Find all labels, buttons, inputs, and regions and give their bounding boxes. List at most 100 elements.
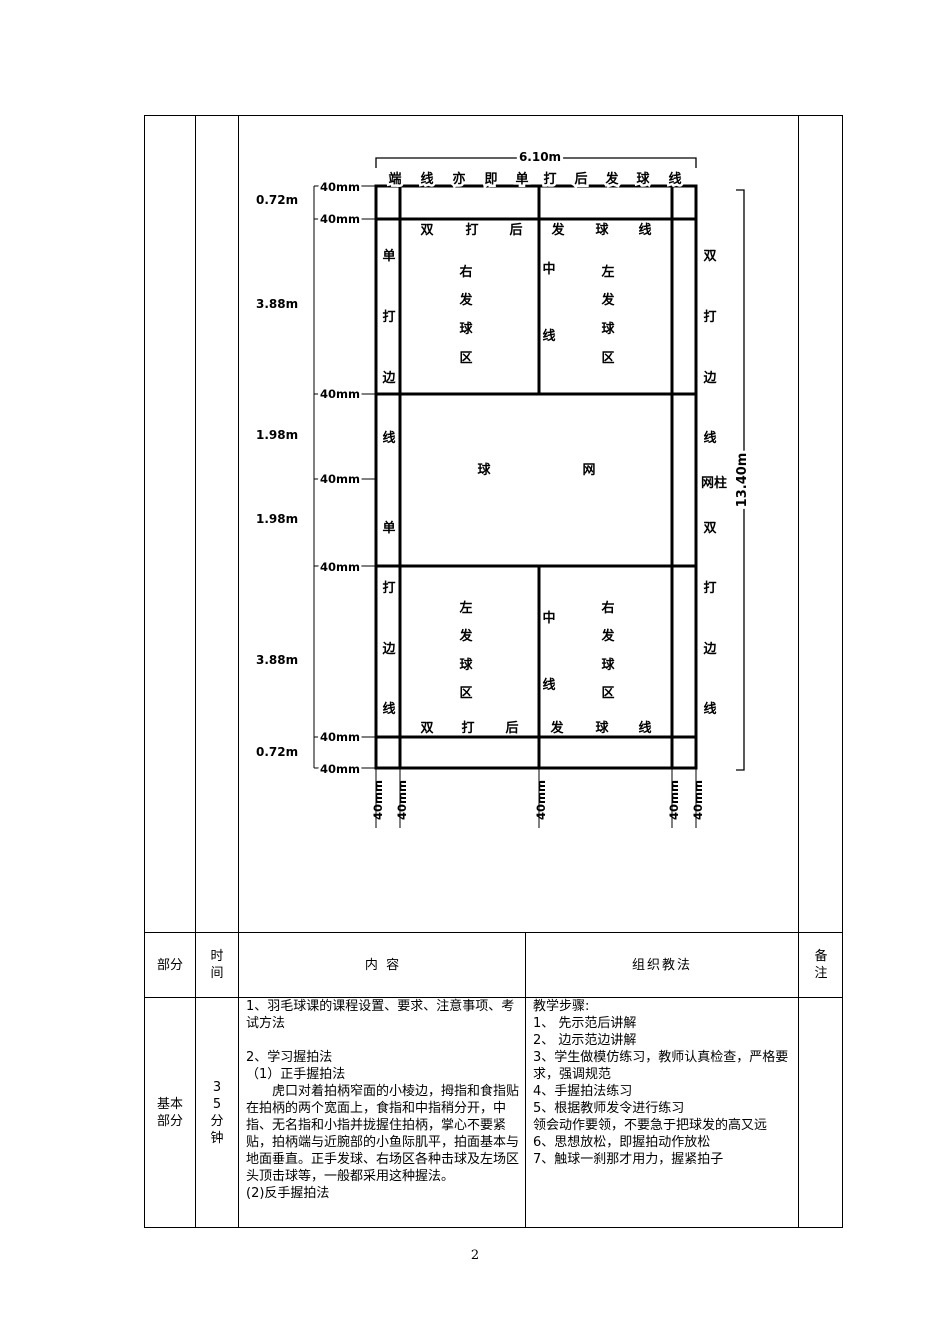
dim-label: 1.98m (256, 428, 298, 442)
service-court-char: 区 (459, 351, 472, 366)
method-line: 6、思想放松，即握拍动作放松 (533, 1135, 711, 1150)
dim-label: 3.88m (256, 653, 298, 667)
service-court-char: 左 (459, 600, 472, 616)
header-method: 组织教法 (631, 957, 692, 973)
court-width-label: 6.10m (519, 150, 561, 164)
content-line: 1、羽毛球课的课程设置、要求、注意事项、考试方法 (246, 999, 515, 1031)
page-number: 2 (470, 1248, 480, 1263)
dim-label: 0.72m (256, 745, 298, 759)
mm-label: 40mm (320, 730, 360, 744)
service-court-char: 右 (600, 600, 614, 616)
service-line-char: 球 (595, 222, 609, 238)
service-line-char: 球 (595, 720, 609, 736)
singles-sideline-char: 单 (382, 248, 395, 264)
service-court-char: 球 (601, 657, 615, 673)
service-court-char: 发 (458, 628, 473, 644)
service-court-char: 球 (459, 657, 473, 673)
end-line-char: 线 (420, 171, 433, 187)
doubles-sideline-char: 打 (703, 580, 716, 596)
row-content: 1、羽毛球课的课程设置、要求、注意事项、考试方法 2、学习握拍法 （1）正手握拍… (246, 998, 520, 1226)
court-length-label: 13.40m (735, 453, 750, 508)
doubles-sideline-char: 双 (703, 521, 716, 536)
net-char: 网 (582, 463, 595, 478)
doubles-sideline-char: 线 (703, 701, 716, 717)
method-line: 领会动作要领，不要急于把球发的高又远 (533, 1118, 768, 1133)
mm-label: 40mm (320, 560, 360, 574)
row-time: 35分钟 (210, 1080, 224, 1146)
end-line-char: 亦 (452, 171, 465, 187)
mm-label: 40mm (320, 387, 360, 401)
dim-label: 3.88m (256, 297, 298, 311)
method-line: 4、手握拍法练习 (533, 1084, 633, 1099)
service-court-char: 发 (458, 292, 473, 308)
row-divider (144, 932, 843, 933)
mm-label: 40mm (320, 212, 360, 226)
service-line-char: 发 (550, 222, 565, 238)
content-line (246, 1032, 520, 1049)
service-court-char: 区 (601, 686, 614, 701)
doubles-sideline-char: 双 (703, 249, 716, 264)
center-line-char: 中 (542, 261, 555, 277)
singles-sideline-char: 线 (382, 701, 395, 717)
doubles-back-service-line-char: 后 (509, 222, 522, 238)
center-line-char: 中 (542, 610, 555, 626)
header-remark: 备注 (814, 949, 828, 981)
row-part: 基本部分 (156, 1097, 183, 1129)
singles-sideline-char: 打 (382, 309, 395, 325)
method-line: 7、触球一刹那才用力，握紧拍子 (533, 1152, 724, 1167)
content-line: (2)反手握拍法 (246, 1186, 330, 1201)
method-line: 3、学生做模仿练习，教师认真检查，严格要求，强调规范 (533, 1050, 789, 1082)
mm-label: 40mm (320, 180, 360, 194)
mm-label: 40mm (691, 780, 705, 820)
service-court-char: 球 (601, 321, 615, 337)
doubles-back-service-line-char: 双 (420, 223, 433, 238)
header-time: 时间 (210, 949, 224, 981)
net-post-label: 网柱 (701, 475, 727, 491)
doubles-sideline-char: 边 (702, 371, 717, 386)
service-court-char: 发 (600, 628, 615, 644)
dim-label: 0.72m (256, 193, 298, 207)
method-line: 2、 边示范边讲解 (533, 1033, 637, 1048)
service-court-char: 球 (459, 321, 473, 337)
center-line-char: 线 (542, 677, 555, 693)
singles-sideline-char: 边 (381, 642, 396, 657)
service-line-char: 发 (549, 720, 564, 736)
doubles-back-service-line-char: 双 (420, 721, 433, 736)
doubles-back-service-line-char: 后 (505, 720, 518, 736)
row-method: 教学步骤: 1、 先示范后讲解 2、 边示范边讲解 3、学生做模仿练习，教师认真… (533, 998, 793, 1226)
mm-label: 40mm (371, 780, 385, 820)
row-divider (144, 997, 843, 998)
doubles-back-service-line-char: 打 (461, 720, 474, 736)
badminton-court-diagram: 6.10m 13.40m 0.72m 3.88m 1.98m 1.98m 3.8… (256, 147, 753, 828)
service-court-char: 发 (600, 292, 615, 308)
method-line: 5、根据教师发令进行练习 (533, 1101, 685, 1116)
service-court-char: 区 (459, 686, 472, 701)
method-line: 1、 先示范后讲解 (533, 1016, 637, 1031)
mm-label: 40mm (320, 762, 360, 776)
net-char: 球 (477, 462, 491, 478)
end-line-char: 打 (543, 171, 556, 187)
mm-label: 40mm (667, 780, 681, 820)
end-line-char: 后 (574, 171, 587, 187)
content-line: 2、学习握拍法 (246, 1050, 333, 1065)
service-line-char: 线 (638, 720, 651, 736)
end-line-char: 线 (668, 171, 681, 187)
service-court-char: 区 (601, 351, 614, 366)
dim-label: 1.98m (256, 512, 298, 526)
mm-label: 40mm (395, 780, 409, 820)
method-line: 教学步骤: (533, 999, 590, 1014)
end-line-char: 发 (604, 171, 619, 187)
content-line: （1）正手握拍法 (246, 1067, 346, 1082)
column-divider (798, 115, 799, 1228)
doubles-sideline-char: 线 (703, 430, 716, 446)
end-line-char: 端 (388, 171, 401, 187)
singles-sideline-char: 单 (382, 520, 395, 536)
content-line: 虎口对着拍柄窄面的小棱边，拇指和食指贴在拍柄的两个宽面上，食指和中指稍分开，中指… (246, 1084, 520, 1184)
header-content: 内 容 (364, 957, 400, 973)
lesson-table (144, 115, 843, 1228)
end-line-char: 即 (484, 172, 497, 187)
mm-label: 40mm (320, 472, 360, 486)
doubles-sideline-char: 打 (703, 309, 716, 325)
service-court-char: 左 (601, 264, 614, 280)
service-line-char: 线 (638, 222, 651, 238)
